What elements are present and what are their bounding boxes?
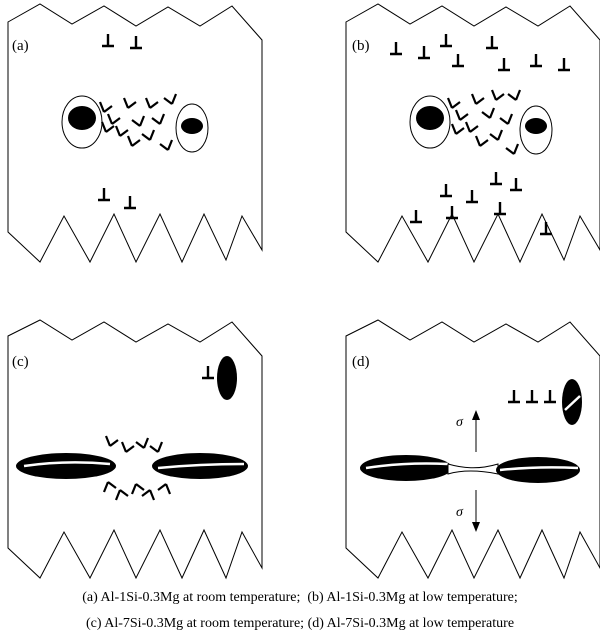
stress-label-top: σ — [456, 415, 464, 430]
silicon-particle-small — [506, 379, 582, 425]
stress-label-bottom: σ — [456, 505, 464, 520]
specimen-outline — [7, 319, 263, 580]
diagram: (a) (b) — [7, 3, 600, 580]
fractured-silicon-pair — [360, 455, 580, 483]
panel-a: (a) — [7, 3, 263, 264]
panel-label-d: (d) — [352, 354, 370, 370]
particle-right — [519, 105, 553, 155]
caption-line-2: (c) Al-7Si-0.3Mg at room temperature; (d… — [85, 616, 515, 631]
particle-left — [61, 95, 103, 149]
dislocation-pileup — [446, 89, 522, 155]
panel-c: (c) — [7, 319, 263, 580]
particle-right — [175, 103, 209, 153]
stress-arrows — [472, 410, 480, 532]
panel-label-a: (a) — [12, 38, 29, 54]
particle-left — [409, 95, 451, 149]
dislocation-pileup — [98, 93, 178, 151]
specimen-outline — [7, 3, 263, 264]
dislocations — [388, 32, 572, 236]
panel-d: (d) σ σ — [345, 319, 600, 580]
silicon-particle-right — [152, 453, 248, 479]
caption-line-1: (a) Al-1Si-0.3Mg at room temperature; (b… — [82, 590, 518, 605]
silicon-particle-small — [200, 356, 237, 400]
dislocation-pileup — [102, 435, 172, 501]
panel-label-c: (c) — [12, 354, 29, 370]
dislocations — [96, 32, 144, 210]
panel-b: (b) — [345, 3, 600, 264]
specimen-outline — [345, 319, 600, 580]
silicon-particle-left — [16, 453, 116, 479]
panel-label-b: (b) — [352, 38, 370, 54]
specimen-outline — [345, 3, 600, 264]
